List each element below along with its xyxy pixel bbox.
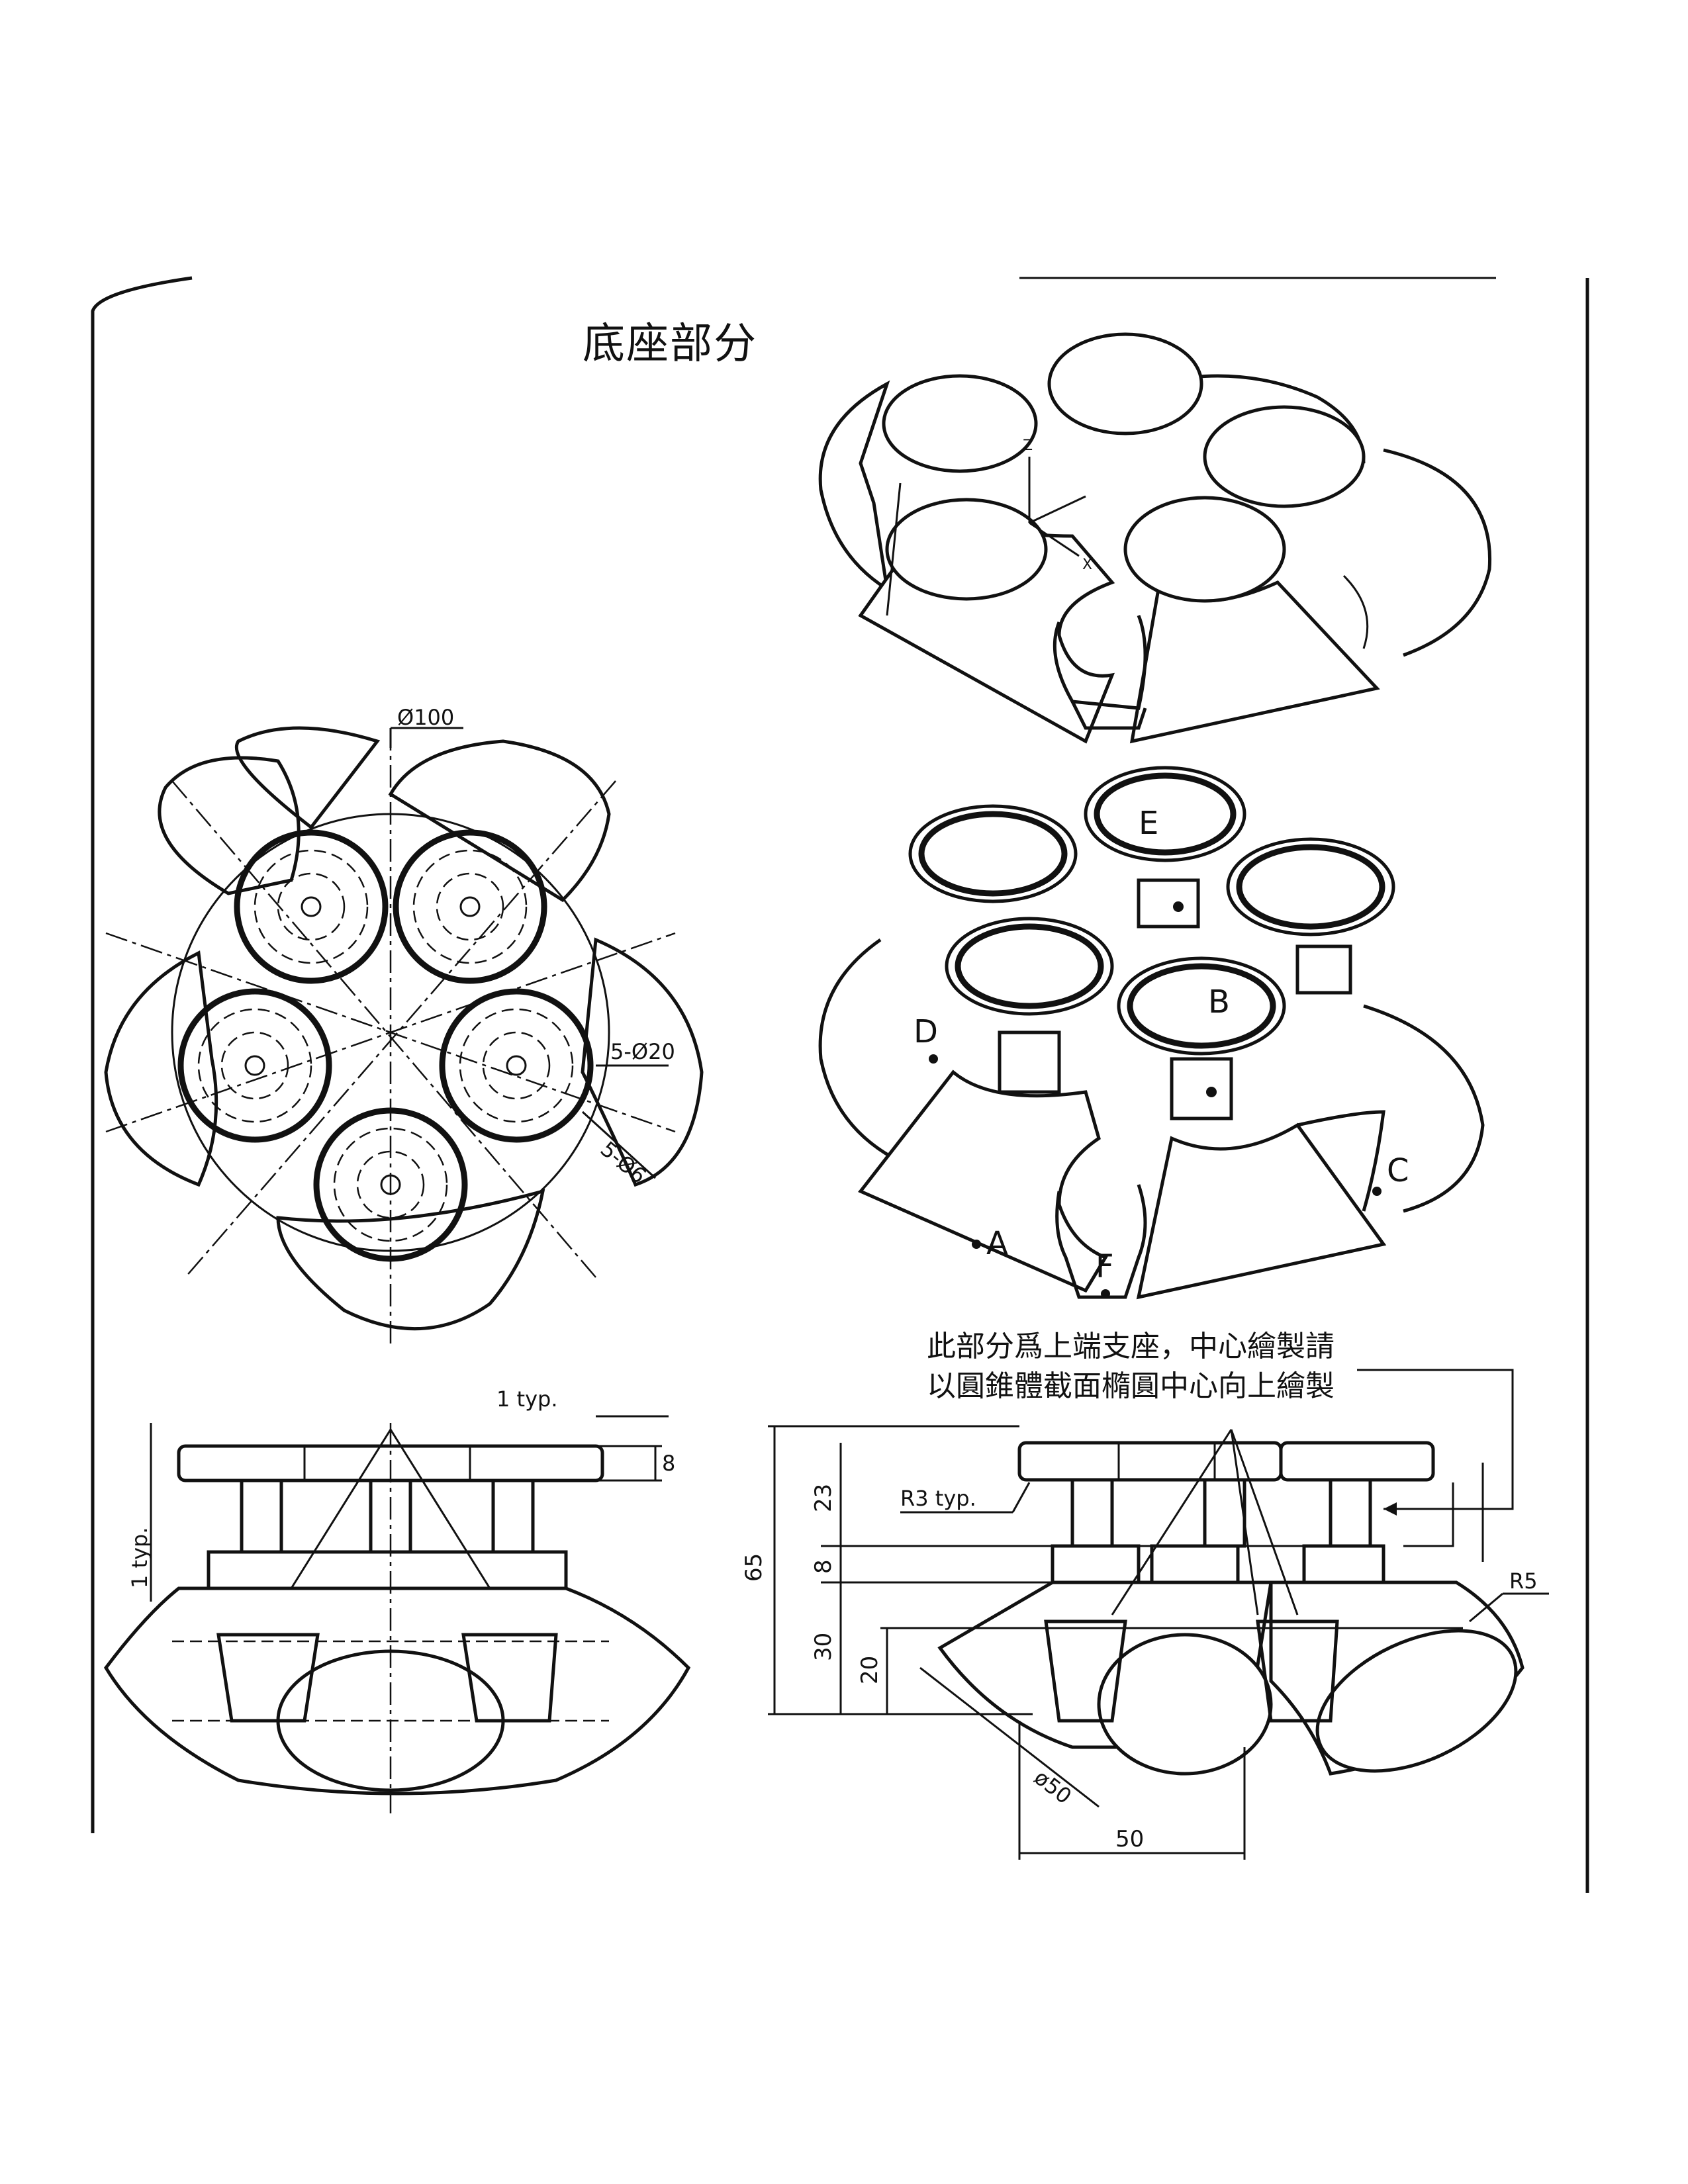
front-view: 1 typ. 8 1 typ. [103,1387,691,1813]
iso-bowl-4 [945,917,1114,1016]
dim-height-30: 30 [810,1633,837,1661]
point-label-d: D [914,1013,938,1050]
outer-lobes [104,726,704,1331]
iso-bowl-3 [1226,837,1395,936]
axis-triad-1: Z X [1023,437,1092,573]
dim-typ-top: 1 typ. [496,1387,558,1412]
sheet-border [91,276,1589,1893]
point-label-a: A [986,1225,1008,1262]
iso-view-solid: Z X [818,332,1492,744]
iso-bowl-5 [1117,956,1286,1056]
dim-typ-side: 1 typ. [127,1527,152,1589]
dim-front-8: 8 [662,1451,675,1476]
dim-r5: R5 [1509,1569,1538,1594]
axis-label-x: X [1082,557,1092,573]
bowl-4 [439,988,594,1143]
note-line-1: 此部分爲上端支座，中心繪製請 [927,1330,1335,1363]
bowl-1 [234,829,389,984]
bowl-2 [393,829,547,984]
iso-view-exploded: E B D C A F [818,766,1514,1516]
dim-height-23: 23 [810,1484,837,1512]
top-view: Ø100 5-Ø20 5-Ø6 [104,705,704,1343]
dim-r3-typ: R3 typ. [900,1486,976,1511]
point-label-e: E [1139,805,1158,842]
point-label-b: B [1208,983,1230,1021]
note-line-2: 以圓錐體截面橢圓中心向上繪製 [927,1369,1335,1403]
iso-bowl-2 [1084,766,1246,862]
dim-height-20: 20 [857,1656,883,1684]
dim-hole-diameter: 5-Ø20 [610,1039,675,1064]
side-view: 65 23 8 30 20 R3 typ. R5 ø50 50 [741,1425,1549,1860]
iso-bowl-1 [908,804,1078,903]
axis-label-z: Z [1023,437,1033,454]
point-label-f: F [1096,1248,1114,1285]
bowl-3 [177,988,332,1143]
dim-diameter-50: ø50 [1029,1764,1076,1809]
bowl-5 [313,1107,468,1262]
point-label-c: C [1387,1152,1409,1189]
dim-outer-diameter: Ø100 [397,705,454,730]
dim-height-8: 8 [810,1559,837,1574]
dim-height-65: 65 [741,1553,767,1582]
dim-width-50: 50 [1115,1826,1144,1852]
drawing-title: 底座部分 [583,320,757,369]
